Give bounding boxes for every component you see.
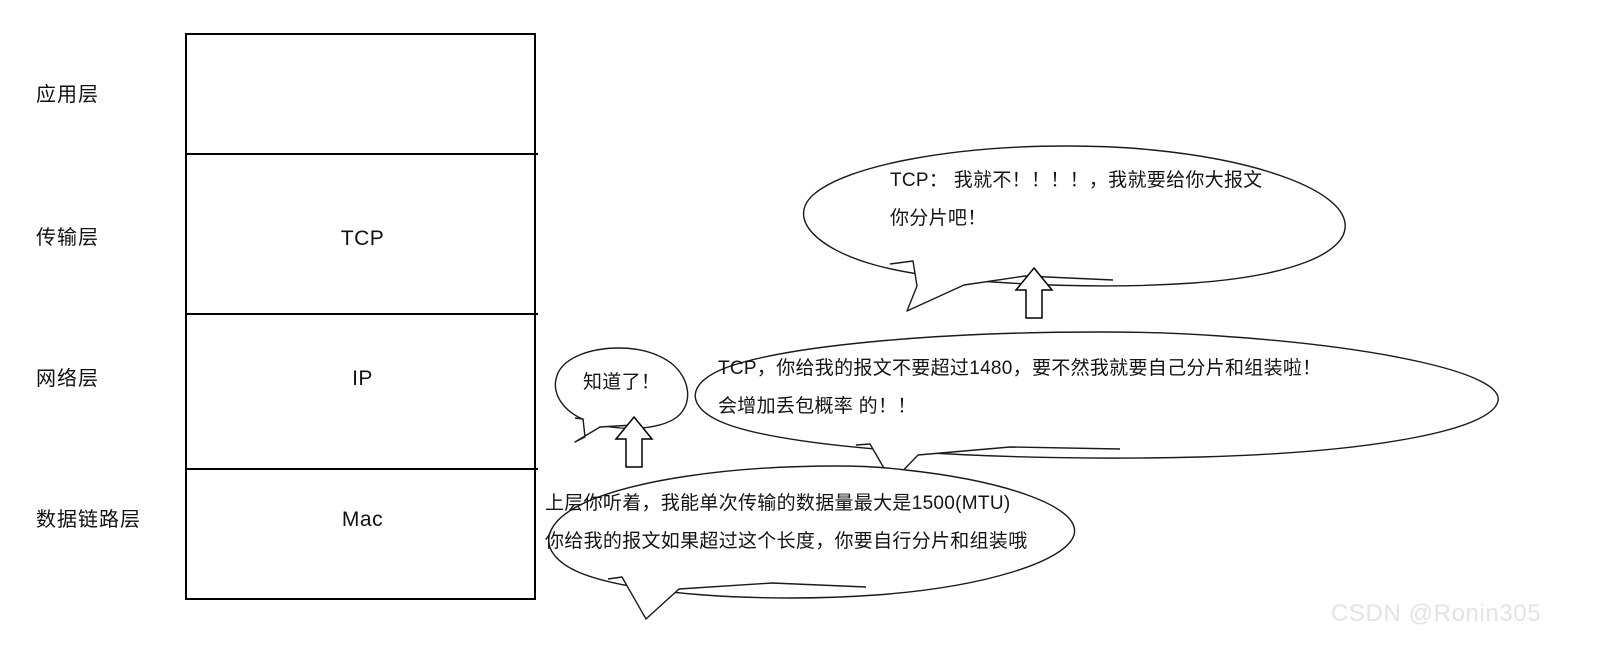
speech-bubble-mac-statement-outline [548,465,1076,620]
bubble-ip-line-1: TCP，你给我的报文不要超过1480，要不然我就要自己分片和组装啦！ [718,358,1322,379]
bubble-mac-line-2: 你给我的报文如果超过这个长度，你要自行分片和组装哦 [545,531,1028,552]
stack-divider-2 [187,313,538,315]
arrow-up-icon-mac-to-ip [614,415,654,468]
speech-bubble-ack-text: 知道了！ [583,364,660,402]
layer-label-network: 网络层 [36,368,99,390]
speech-bubble-ip-request-outline [694,331,1499,483]
layer-label-transport: 传输层 [36,227,99,249]
arrow-up-icon-ip-to-tcp [1014,266,1054,319]
speech-bubble-mac-statement-text: 上层你听着，我能单次传输的数据量最大是1500(MTU) 你给我的报文如果超过这… [545,485,1028,561]
bubble-ack-line-1: 知道了！ [583,372,661,393]
bubble-mac-line-1: 上层你听着，我能单次传输的数据量最大是1500(MTU) [545,493,1011,514]
bubble-tcp-line-2: 你分片吧！ [890,208,987,229]
protocol-label-tcp: TCP [340,227,385,250]
bubble-ip-line-2: 会增加丢包概率 的！！ [718,396,917,417]
protocol-label-mac: Mac [341,508,384,531]
speech-bubble-tcp-reply-outline [802,145,1346,312]
speech-bubble-ip-request-text: TCP，你给我的报文不要超过1480，要不然我就要自己分片和组装啦！ 会增加丢包… [718,350,1321,426]
protocol-label-ip: IP [352,367,373,390]
stack-divider-1 [187,153,538,155]
layer-label-application: 应用层 [36,84,99,106]
protocol-stack-box: TCP IP Mac [185,33,538,600]
stack-divider-3 [187,468,538,470]
bubble-tcp-line-1: TCP： 我就不！！！！，我就要给你大报文 [890,170,1263,191]
layer-label-datalink: 数据链路层 [36,509,141,531]
speech-bubble-tcp-reply-text: TCP： 我就不！！！！，我就要给你大报文 你分片吧！ [890,162,1263,238]
csdn-watermark: CSDN @Ronin305 [1331,600,1542,627]
